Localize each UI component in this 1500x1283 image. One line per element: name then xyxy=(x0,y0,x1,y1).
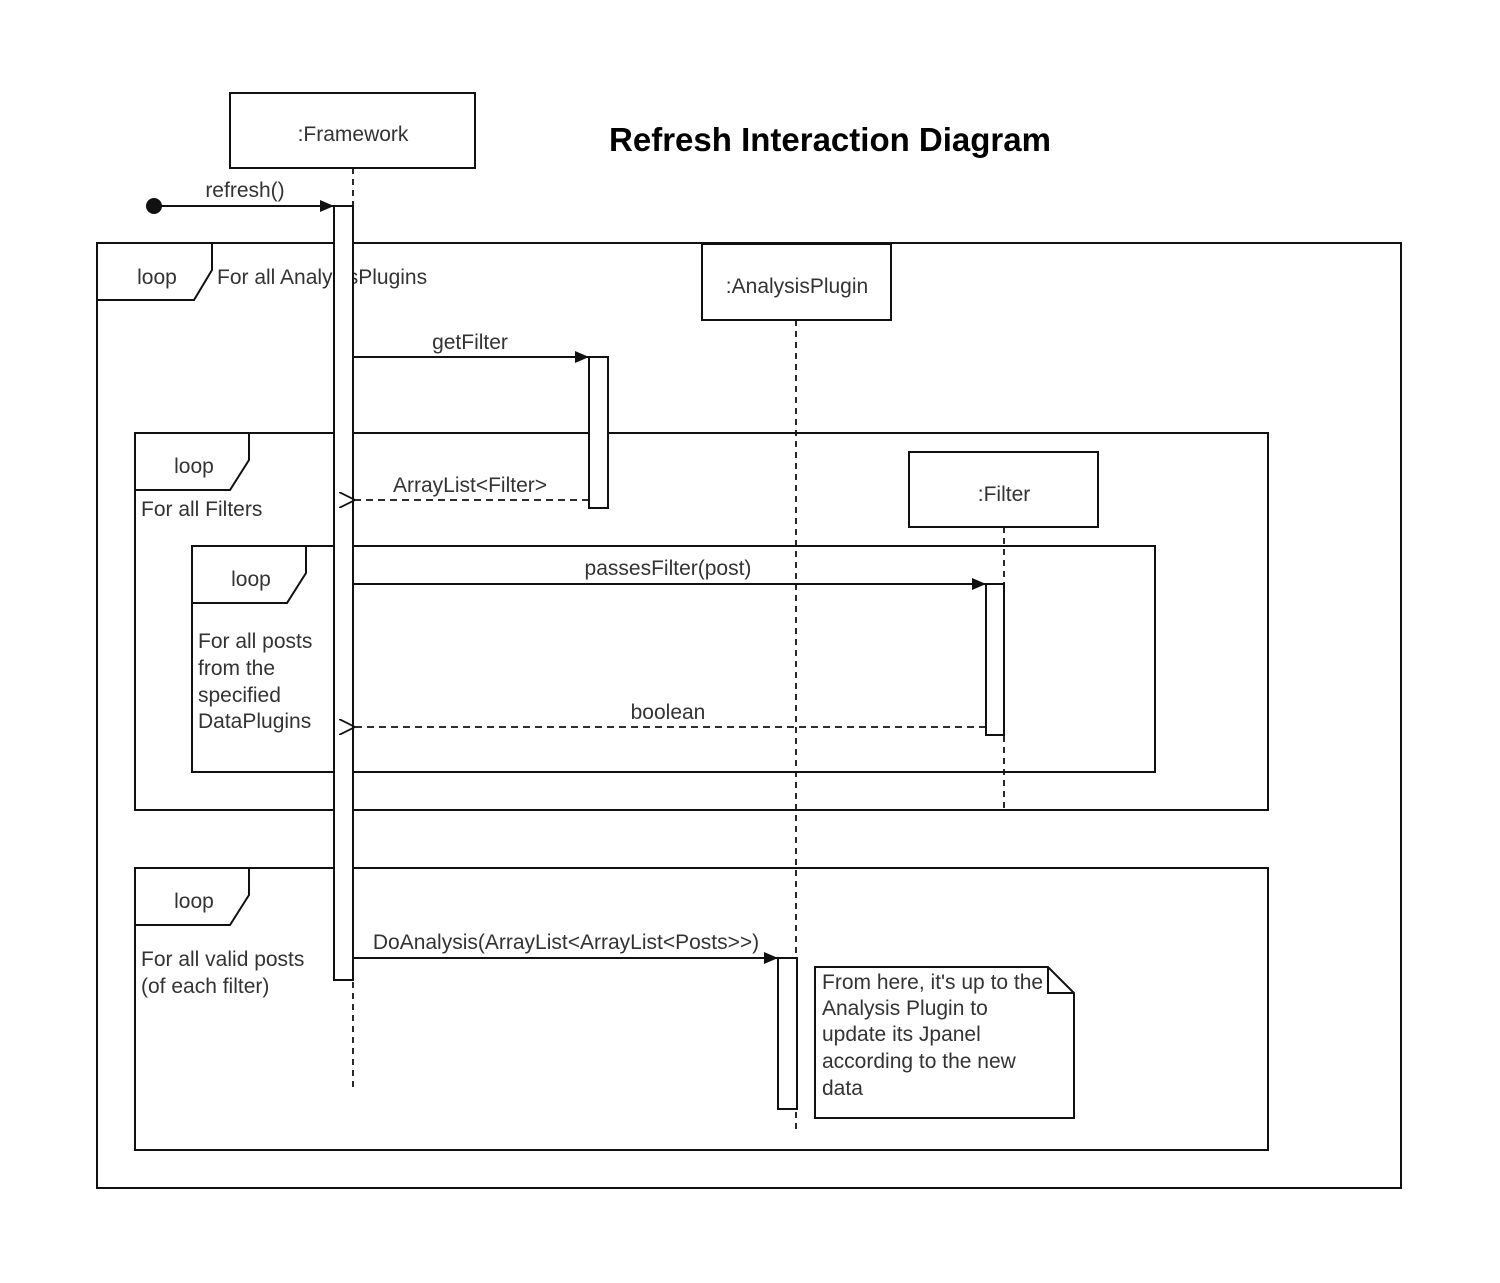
lifeline-label: :AnalysisPlugin xyxy=(726,275,868,298)
note: From here, it's up to the Analysis Plugi… xyxy=(814,966,1075,1119)
note-line: Analysis Plugin to xyxy=(822,997,988,1020)
loop-condition-line: (of each filter) xyxy=(141,975,269,998)
message-get-filter: getFilter xyxy=(353,331,589,363)
loop-condition-line: specified xyxy=(198,684,281,707)
message-label: passesFilter(post) xyxy=(585,557,752,580)
message-do-analysis: DoAnalysis(ArrayList<ArrayList<Posts>>) xyxy=(353,931,778,964)
note-line: according to the new xyxy=(822,1050,1017,1073)
loop-condition-line: from the xyxy=(198,657,275,680)
message-label: getFilter xyxy=(432,331,508,354)
message-refresh: refresh() xyxy=(146,179,334,214)
loop-tag: loop xyxy=(174,890,214,913)
lifeline-label: :Framework xyxy=(298,123,409,146)
message-label: refresh() xyxy=(205,179,284,202)
loop-frame-posts: loop For all posts from the specified Da… xyxy=(191,545,1156,773)
loop-condition-line: For all valid posts xyxy=(141,948,304,971)
message-label: DoAnalysis(ArrayList<ArrayList<Posts>>) xyxy=(373,931,759,954)
message-return-boolean: boolean xyxy=(355,701,986,727)
lifeline-analysis-plugin: :AnalysisPlugin xyxy=(701,243,892,1132)
activation-bar-get-filter xyxy=(588,356,609,509)
loop-condition-line: DataPlugins xyxy=(198,710,311,733)
note-line: data xyxy=(822,1077,863,1100)
loop-tag: loop xyxy=(137,266,177,289)
diagram-title: Refresh Interaction Diagram xyxy=(609,121,1051,158)
message-label: ArrayList<Filter> xyxy=(393,474,547,497)
loop-condition-line: For all posts xyxy=(198,630,312,653)
loop-tag: loop xyxy=(231,568,271,591)
loop-condition: For all AnalysisPlugins xyxy=(217,266,427,289)
activation-bar xyxy=(985,583,1005,736)
loop-frame-filters: loop For all Filters xyxy=(134,432,1269,811)
message-passes-filter: passesFilter(post) xyxy=(353,557,986,590)
note-line: From here, it's up to the xyxy=(822,971,1043,994)
lifeline-framework: :Framework xyxy=(229,92,476,1092)
note-line: update its Jpanel xyxy=(822,1023,981,1046)
loop-tag: loop xyxy=(174,455,214,478)
activation-bar xyxy=(333,205,354,981)
lifeline-label: :Filter xyxy=(978,483,1031,506)
activation-bar xyxy=(777,957,798,1110)
lifeline-filter: :Filter xyxy=(908,451,1099,808)
loop-condition: For all Filters xyxy=(141,498,262,521)
message-label: boolean xyxy=(631,701,706,724)
loop-frame-valid-posts: loop For all valid posts (of each filter… xyxy=(134,867,1269,1151)
message-return-array-list: ArrayList<Filter> xyxy=(355,474,589,500)
